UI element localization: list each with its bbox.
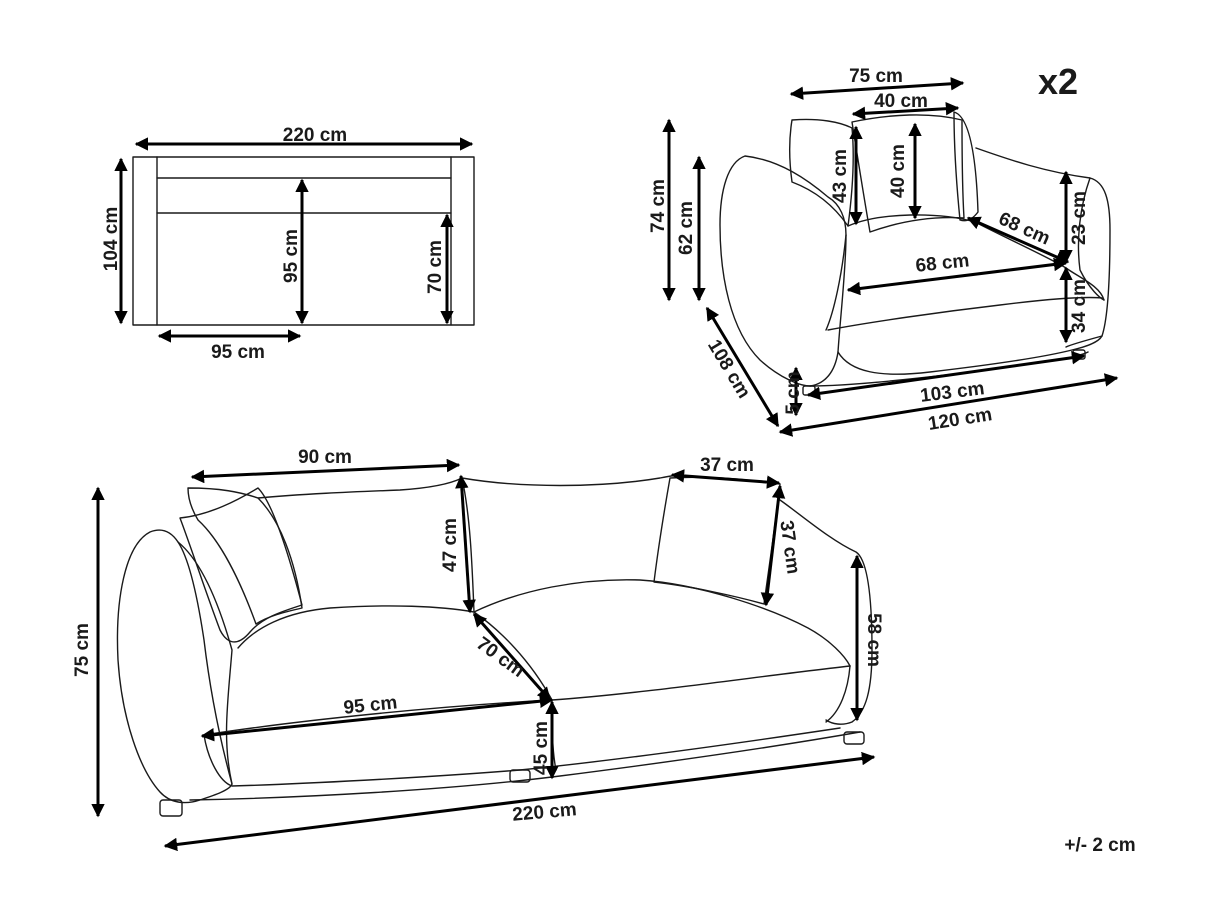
sofa-backrest-height-label: 47 cm (440, 518, 461, 572)
tolerance-note: +/- 2 cm (1064, 835, 1135, 856)
sofa-cushion-width-label: 90 cm (298, 447, 352, 468)
plan-depth-label: 104 cm (101, 207, 122, 271)
plan-seat-depth-label: 95 cm (281, 229, 302, 283)
sofa-arm-cushion-width-label: 37 cm (700, 455, 754, 476)
armchair-seat-height-side-label: 62 cm (676, 201, 697, 255)
sofa-backrest-height-arrow (455, 474, 476, 614)
sofa-seat-width-label: 95 cm (343, 692, 399, 719)
armchair-seat-width-label: 103 cm (919, 378, 986, 407)
armchair-total-depth-arrow (705, 306, 780, 428)
armchair-cushion-width-label: 40 cm (874, 91, 928, 112)
armchair-seat-height-label: 34 cm (1069, 279, 1090, 333)
sofa-arm-cushion-height-arrow (760, 484, 786, 607)
plan-width-label: 220 cm (283, 125, 347, 146)
armchair-seat-depth-arrow (846, 257, 1068, 296)
armchair-cushion-height-label: 40 cm (888, 144, 909, 198)
armchair-height-label: 74 cm (648, 179, 669, 233)
sofa-arm-cushion-height-label: 37 cm (775, 519, 803, 575)
sofa-cushion-width-arrow (190, 458, 461, 484)
armchair-arm-height-label: 23 cm (1069, 191, 1090, 245)
sofa-total-height-label: 75 cm (72, 623, 93, 677)
armchair-view: x2 75 cm 40 cm 43 cm 40 cm 74 cm 62 cm 6… (648, 61, 1119, 437)
armchair-cushion-width-arrow (851, 101, 960, 121)
armchair-leg-height-label: 5 cm (783, 371, 804, 414)
sofa-seat-width-arrow (200, 694, 554, 742)
sofa-total-width-label: 220 cm (512, 799, 578, 826)
armchair-arm-depth-arrow (966, 216, 1070, 264)
sofa-arm-cushion-width-arrow (670, 469, 781, 489)
sofa-seat-depth-label: 70 cm (472, 633, 528, 682)
sofa-view: 90 cm 37 cm 37 cm 47 cm 75 cm 70 cm 58 c… (72, 447, 884, 852)
armchair-quantity: x2 (1038, 61, 1078, 102)
plan-seat-width-label: 95 cm (211, 342, 265, 363)
sofa-seat-height-label: 45 cm (531, 721, 552, 775)
armchair-width-label: 75 cm (849, 66, 903, 87)
armchair-back-cushion-height-label: 43 cm (830, 149, 851, 203)
sofa-arm-height-label: 58 cm (863, 613, 884, 667)
plan-armrest-depth-label: 70 cm (425, 240, 446, 294)
sofa-seat-depth-arrow (472, 612, 552, 702)
plan-view: 220 cm 104 cm 95 cm 70 cm 95 cm (101, 125, 475, 363)
sofa-total-width-arrow (163, 751, 876, 852)
armchair-total-width-arrow (778, 373, 1119, 437)
armchair-total-width-label: 120 cm (927, 404, 994, 435)
armchair-width-arrow (789, 77, 965, 100)
armchair-seat-depth-label: 68 cm (915, 250, 971, 277)
